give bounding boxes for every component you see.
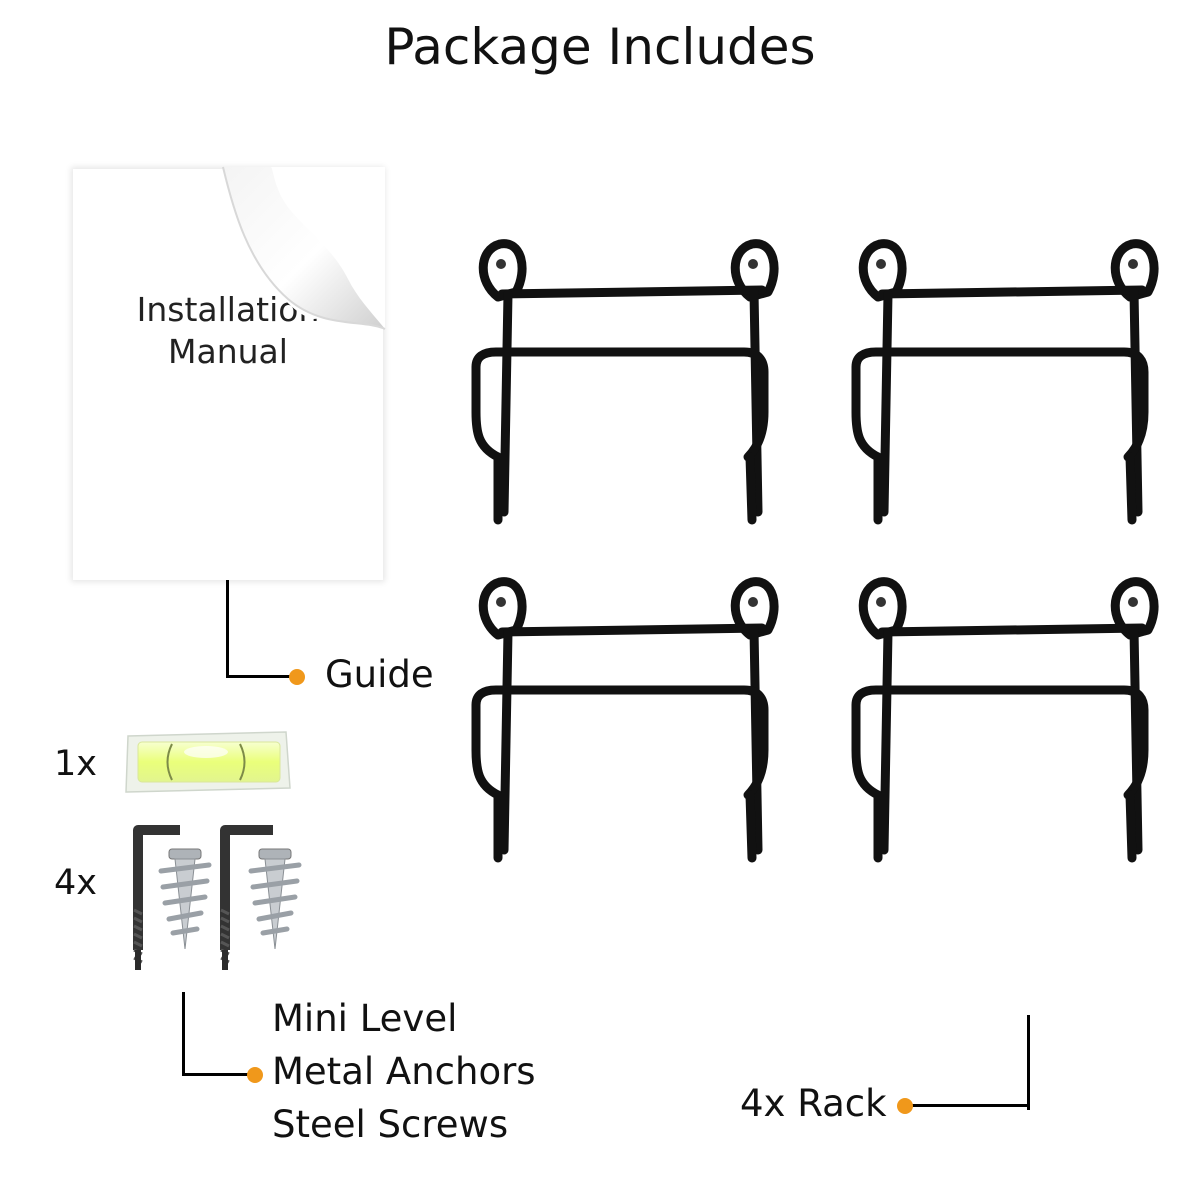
rack-icon bbox=[471, 239, 779, 525]
l-hook-screw-icon bbox=[133, 825, 180, 970]
level-quantity: 1x bbox=[54, 744, 97, 784]
hardware-connector-horizontal bbox=[182, 1073, 252, 1076]
rack-connector-vertical bbox=[1027, 1015, 1030, 1110]
hardware-connector-vertical bbox=[182, 992, 185, 1076]
rack-dot bbox=[897, 1098, 913, 1114]
guide-connector-vertical bbox=[226, 580, 229, 678]
guide-label: Guide bbox=[325, 653, 434, 696]
l-hook-screw-icon bbox=[220, 825, 273, 970]
rack-icon bbox=[851, 577, 1159, 863]
page-title: Package Includes bbox=[384, 18, 816, 76]
installation-manual: Installation Manual bbox=[73, 166, 386, 580]
guide-connector-horizontal bbox=[226, 675, 292, 678]
steel-screws-label: Steel Screws bbox=[272, 1103, 509, 1146]
mini-level-label: Mini Level bbox=[272, 997, 458, 1040]
guide-dot bbox=[289, 669, 305, 685]
screws-quantity: 4x bbox=[54, 863, 97, 903]
wall-anchor-icon bbox=[158, 848, 212, 950]
page-curl-icon bbox=[222, 166, 386, 330]
rack-connector-horizontal bbox=[910, 1104, 1030, 1107]
metal-anchors-label: Metal Anchors bbox=[272, 1050, 536, 1093]
wall-anchor-icon bbox=[248, 848, 302, 950]
bubble-level-icon bbox=[125, 731, 291, 793]
rack-label: 4x Rack bbox=[740, 1082, 887, 1125]
rack-icon bbox=[471, 577, 779, 863]
hardware-dot bbox=[247, 1067, 263, 1083]
manual-text-line2: Manual bbox=[168, 332, 288, 372]
rack-icon bbox=[851, 239, 1159, 525]
